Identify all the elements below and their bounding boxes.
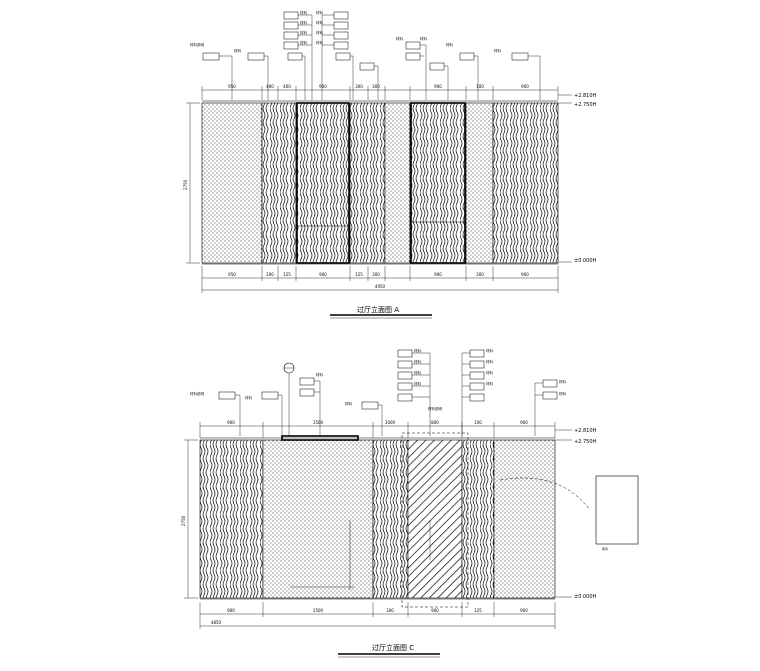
svg-text:材料: 材料 (316, 30, 324, 35)
elevation-a: 材料说明材料 材料材料 材料材料 材料材料 材料材料 材料材料 材料材料 95 (183, 10, 597, 319)
dim-label: 800 (431, 420, 439, 425)
level-markers-c: +2.810H +2.750H ±0.000H (555, 428, 597, 600)
level-markers-a: +2.810H +2.750H ±0.000H (558, 93, 597, 264)
dim-label: 100 (476, 84, 484, 89)
svg-text:材料: 材料 (414, 359, 422, 364)
callout-tags-a: 材料说明材料 材料材料 材料材料 材料材料 材料材料 材料材料 材料材料 (190, 10, 541, 100)
svg-text:材料说明: 材料说明 (428, 406, 442, 411)
dim-label: 1500 (313, 420, 324, 425)
svg-text:材料: 材料 (494, 48, 502, 53)
svg-text:材料: 材料 (316, 20, 324, 25)
overall-dim-label: 4850 (211, 620, 222, 625)
dim-label: 900 (431, 608, 439, 613)
wall-elevation-c: 家具 (199, 432, 639, 608)
dim-label: 125 (355, 272, 363, 277)
svg-text:材料: 材料 (300, 40, 308, 45)
dim-label: 125 (474, 608, 482, 613)
level-label: ±0.000H (574, 594, 597, 600)
dim-label: 300 (372, 272, 380, 277)
svg-text:材料: 材料 (486, 359, 494, 364)
svg-text:材料: 材料 (234, 48, 241, 53)
svg-text:材料: 材料 (486, 370, 494, 375)
dim-label: 900 (319, 84, 327, 89)
svg-text:材料: 材料 (559, 379, 567, 384)
svg-text:材料: 材料 (316, 372, 324, 377)
dim-label: 900 (434, 272, 442, 277)
level-label: +2.810H (574, 428, 597, 434)
dim-label: 125 (283, 272, 291, 277)
svg-text:材料: 材料 (420, 36, 428, 41)
level-label: ±0.000H (574, 258, 597, 264)
svg-text:材料: 材料 (245, 395, 252, 400)
svg-text:材料: 材料 (345, 401, 353, 406)
bottom-dimension-chain-a: 950 200 125 900 125 300 900 300 900 4950 (201, 266, 559, 293)
drawing-title-a: 过厅立面图 A (330, 305, 432, 319)
dim-label: 300 (372, 84, 380, 89)
top-dimension-chain-a: 950 400 400 900 300 300 900 100 900 (201, 84, 559, 100)
dim-label: 1500 (313, 608, 324, 613)
level-label: +2.750H (574, 439, 597, 445)
dim-label: 400 (283, 84, 291, 89)
dim-label: 900 (520, 420, 528, 425)
dim-label: 900 (319, 272, 327, 277)
dim-label: 300 (476, 272, 484, 277)
svg-text:材料: 材料 (300, 30, 308, 35)
overall-dim-label: 4950 (375, 284, 386, 289)
height-dim-label: 2750 (181, 515, 186, 526)
svg-text:材料: 材料 (414, 348, 422, 353)
top-dimension-chain-c: 900 1500 1000 800 100 900 (199, 420, 556, 438)
svg-text:材料说明: 材料说明 (190, 391, 204, 396)
svg-text:材料: 材料 (559, 391, 567, 396)
dim-label: 100 (474, 420, 482, 425)
dim-label: 200 (266, 272, 274, 277)
svg-text:材料: 材料 (316, 10, 324, 15)
svg-text:材料: 材料 (300, 20, 308, 25)
svg-text:材料: 材料 (300, 10, 308, 15)
title-text: 过厅立面图 A (357, 305, 399, 314)
dim-label: 900 (227, 608, 235, 613)
dim-label: 900 (227, 420, 235, 425)
svg-text:家具: 家具 (602, 546, 608, 551)
svg-text:材料: 材料 (486, 348, 494, 353)
bottom-dimension-chain-c: 900 1500 300 900 125 900 4850 (199, 602, 556, 629)
dim-label: 300 (386, 608, 394, 613)
level-label: +2.810H (574, 93, 597, 99)
wall-elevation-a (201, 100, 559, 265)
drawing-title-c: 过厅立面图 C (338, 643, 440, 658)
dim-label: 900 (521, 272, 529, 277)
height-dimension-c: 2750 (181, 439, 198, 599)
height-dimension-a: 2750 (183, 102, 200, 264)
height-dim-label: 2750 (183, 179, 188, 190)
svg-text:材料: 材料 (316, 40, 324, 45)
dim-label: 300 (355, 84, 363, 89)
svg-text:材料: 材料 (414, 370, 422, 375)
dim-label: 900 (521, 84, 529, 89)
dim-label: 900 (520, 608, 528, 613)
level-label: +2.750H (574, 102, 597, 108)
svg-text:材料说明: 材料说明 (190, 42, 204, 47)
svg-text:材料: 材料 (446, 42, 454, 47)
dim-label: 950 (228, 272, 236, 277)
svg-text:材料: 材料 (414, 381, 422, 386)
svg-text:材料: 材料 (486, 381, 494, 386)
title-text: 过厅立面图 C (372, 643, 414, 652)
dim-label: 950 (228, 84, 236, 89)
svg-text:材料: 材料 (396, 36, 404, 41)
dim-label: 1000 (385, 420, 396, 425)
dim-label: 400 (266, 84, 274, 89)
dim-label: 900 (434, 84, 442, 89)
